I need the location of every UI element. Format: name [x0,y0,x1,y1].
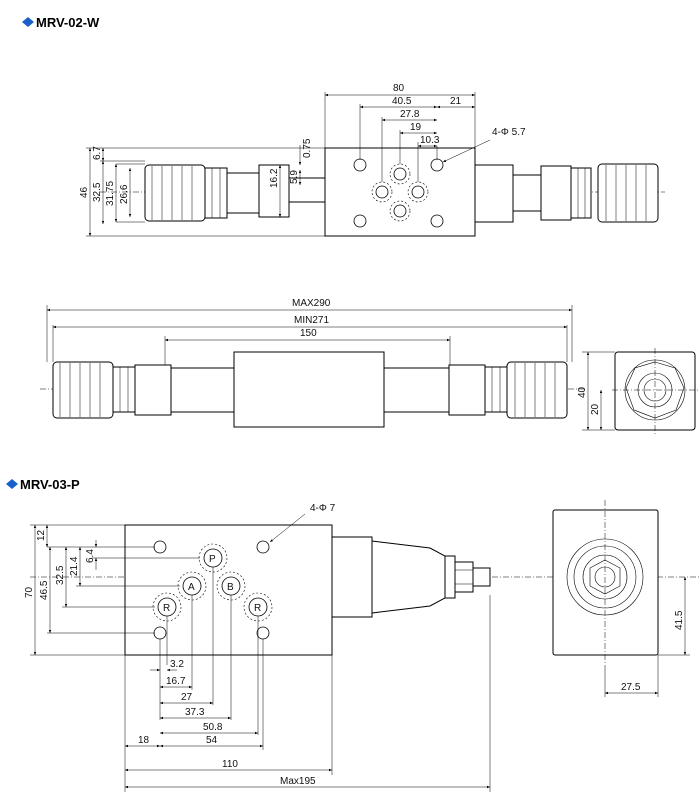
mrv-02-top-block [233,351,385,428]
dim-16-2: 16.2 [269,168,280,188]
mrv-03-p-title: MRV-03-P [20,477,80,492]
dim-20: 20 [590,403,601,415]
title-diamond-icon [22,17,34,27]
dim-46: 46 [79,186,90,198]
port-p: P [209,554,216,565]
mrv-02-side-view: 80 40.5 21 27.8 19 10.3 4-Φ 5.7 46 [79,83,665,237]
mrv-02-end-view: 40 20 [577,348,698,434]
dim-max290: MAX290 [292,298,331,309]
title-diamond-icon [6,479,18,489]
mrv-03-side-view: P A B R R 4-Φ 7 70 12 46.5 32.5 [24,503,700,792]
dim-37-3: 37.3 [185,707,205,718]
dim-21: 21 [450,96,462,107]
port-b: B [227,582,234,593]
mrv-03-end-view: 41.5 27.5 [552,500,690,697]
mrv-02-w-section: MRV-02-W [22,15,698,434]
dim-6-7: 6.7 [92,146,103,160]
mrv-02-top-view: MAX290 MIN271 150 [40,298,585,428]
dim-70: 70 [24,586,35,598]
holes-4-phi-7: 4-Φ 7 [310,503,336,514]
dim-41-5: 41.5 [674,610,685,630]
dim-27: 27 [181,692,193,703]
dim-10-3: 10.3 [420,135,440,146]
dim-110: 110 [222,759,238,770]
dim-80: 80 [393,83,405,94]
dim-27-8: 27.8 [400,109,420,120]
dim-150: 150 [300,328,317,339]
dim-32-5-b: 32.5 [55,565,66,585]
dim-6-4: 6.4 [85,549,96,563]
dim-max195: Max195 [280,776,316,787]
dim-50-8: 50.8 [203,722,223,733]
dim-40: 40 [577,386,588,398]
port-r-right: R [254,603,261,614]
mrv-02-w-title: MRV-02-W [36,15,100,30]
dim-16-7: 16.7 [166,676,186,687]
dim-54: 54 [206,735,218,746]
dim-46-5: 46.5 [39,580,50,600]
dim-0-75: 0.75 [302,138,313,158]
dim-31-75: 31.75 [105,181,116,206]
port-a: A [188,582,195,593]
dim-27-5: 27.5 [621,682,641,693]
dim-12: 12 [36,529,47,541]
dim-40-5: 40.5 [392,96,412,107]
mrv-03-p-section: MRV-03-P P A B R R 4-Φ [6,477,700,792]
dim-21-4: 21.4 [69,556,80,576]
dim-18: 18 [138,735,150,746]
holes-4-phi-5-7: 4-Φ 5.7 [492,127,526,138]
dim-19: 19 [410,122,422,133]
dim-min271: MIN271 [294,315,329,326]
dim-5-9: 5.9 [289,170,300,184]
dim-32-5: 32.5 [92,182,103,202]
dim-26-6: 26.6 [119,184,130,204]
port-r-left: R [163,603,170,614]
dim-3-2: 3.2 [170,659,184,670]
